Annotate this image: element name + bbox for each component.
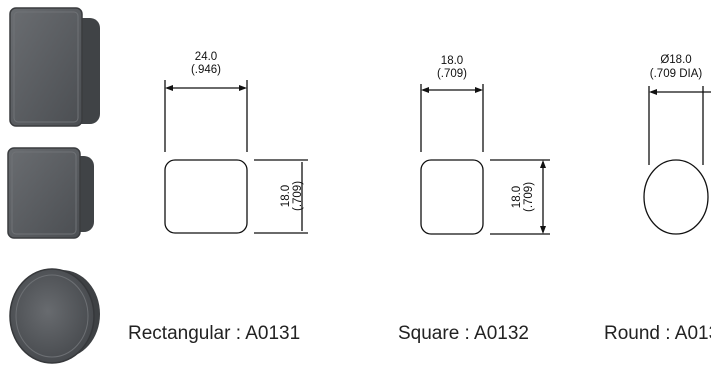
square-width-label: 18.0 bbox=[441, 55, 463, 67]
square-drawing bbox=[420, 84, 550, 235]
square-caption: Square : A0132 bbox=[398, 323, 529, 344]
square-height-label: 18.0 bbox=[511, 186, 523, 208]
square-height-label-inches: (.709) bbox=[523, 182, 535, 212]
square-outline bbox=[420, 159, 484, 235]
rectangular-drawing bbox=[164, 80, 308, 234]
square-plug-photo bbox=[7, 147, 94, 239]
round-width-label-inches: (.709 DIA) bbox=[650, 68, 703, 80]
square-width-label-inches: (.709) bbox=[437, 68, 467, 80]
round-drawing bbox=[643, 86, 711, 235]
round-caption: Round : A0133 bbox=[604, 323, 711, 344]
rectangular-width-label: 24.0 bbox=[195, 51, 217, 63]
rectangular-height-label-inches: (.709) bbox=[292, 181, 304, 211]
rectangular-outline bbox=[164, 159, 248, 234]
rectangular-height-label: 18.0 bbox=[280, 185, 292, 207]
rectangular-caption: Rectangular : A0131 bbox=[128, 323, 300, 344]
round-plug-photo bbox=[9, 268, 100, 364]
rectangular-width-label-inches: (.946) bbox=[191, 64, 221, 76]
round-width-label: Ø18.0 bbox=[660, 54, 691, 66]
rectangular-plug-photo bbox=[9, 7, 100, 127]
round-outline bbox=[643, 159, 709, 235]
